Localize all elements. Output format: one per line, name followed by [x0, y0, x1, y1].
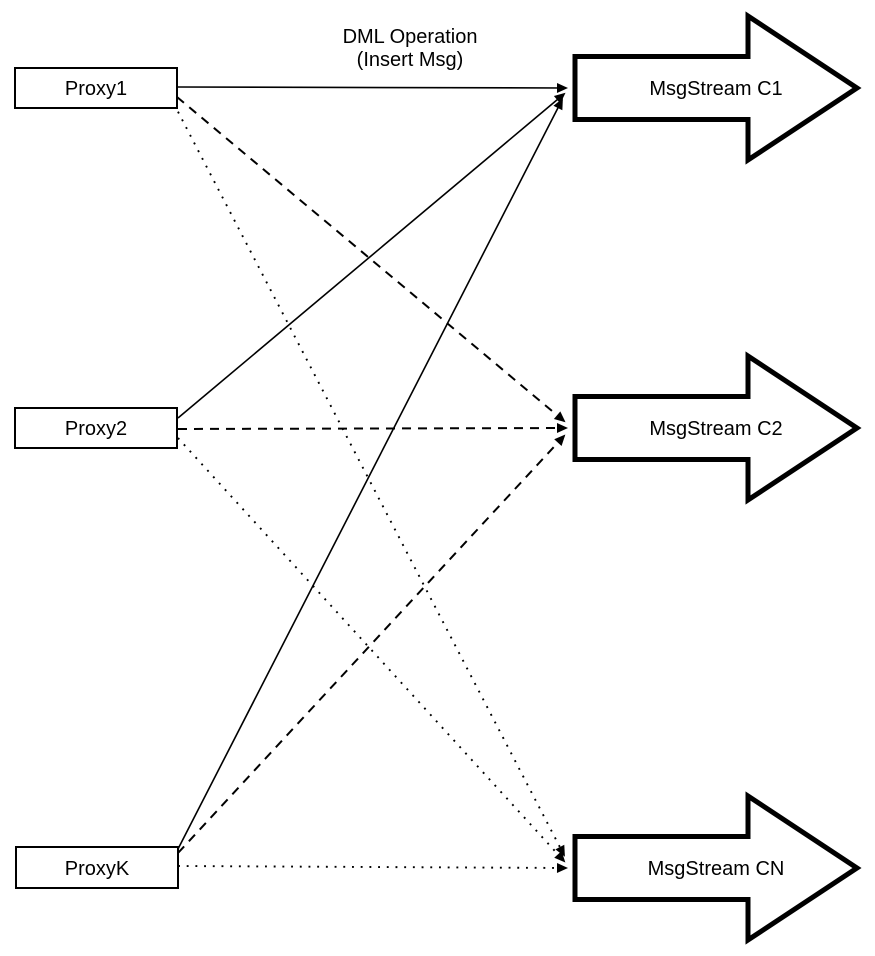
stream-node-c2: MsgStream C2: [572, 351, 862, 505]
msgstream-cn-label: MsgStream CN: [648, 858, 785, 880]
edge-proxyk-c1: [177, 98, 563, 850]
stream-node-cn: MsgStream CN: [572, 791, 862, 945]
msgstream-c2-arrow-shape: [572, 351, 862, 505]
proxyk-box: [15, 846, 179, 889]
proxy-node-2: Proxy2: [14, 407, 178, 449]
edges: [173, 82, 568, 873]
edge-proxy1-c2: [176, 96, 566, 423]
edge-proxy2-c1: [177, 92, 566, 419]
proxy2-box: [14, 407, 178, 449]
msgstream-c2-label: MsgStream C2: [649, 418, 782, 440]
caption-line1: DML Operation: [343, 26, 478, 48]
proxy-node-k: ProxyK: [15, 846, 179, 889]
proxyk-label: ProxyK: [65, 858, 130, 880]
edge-proxy1-cn: [173, 103, 565, 857]
edge-proxy2-c2: [177, 423, 568, 434]
edge-proxyk-c2: [177, 434, 566, 854]
proxy2-label: Proxy2: [65, 418, 127, 440]
edge-proxyk-cn: [177, 862, 568, 873]
edge-proxy2-cn: [177, 437, 566, 863]
stream-node-c1: MsgStream C1: [572, 11, 862, 165]
proxy1-box: [14, 67, 178, 109]
msgstream-cn-arrow-shape: [572, 791, 862, 945]
msgstream-c1-arrow-shape: [572, 11, 862, 165]
caption: DML Operation (Insert Msg): [343, 26, 478, 71]
edge-proxy1-c1: [176, 82, 568, 93]
msgstream-c1-label: MsgStream C1: [649, 78, 782, 100]
proxy1-label: Proxy1: [65, 78, 127, 100]
proxy-node-1: Proxy1: [14, 67, 178, 109]
caption-line2: (Insert Msg): [357, 49, 464, 71]
